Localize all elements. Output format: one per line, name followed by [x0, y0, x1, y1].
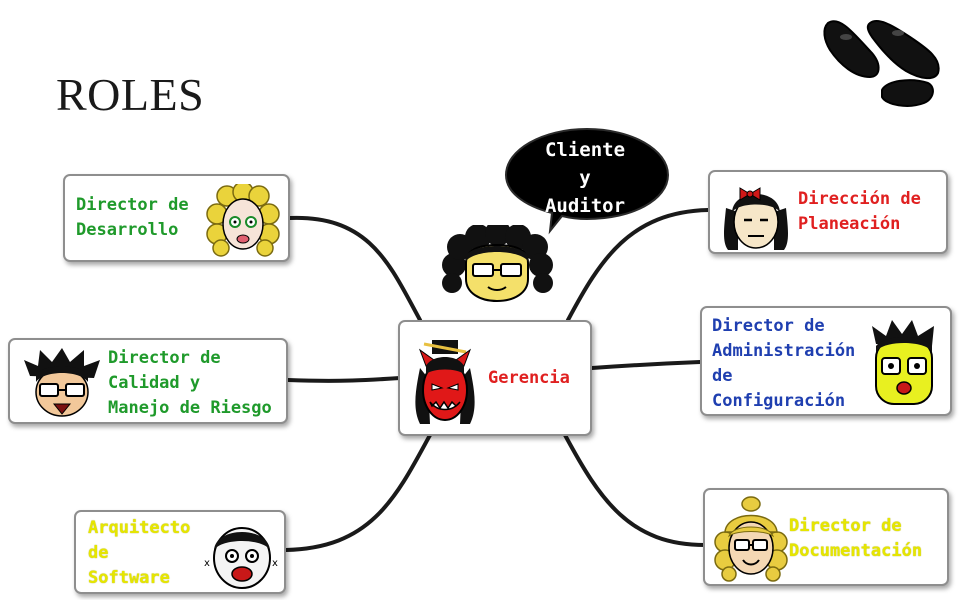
bow-girl-avatar-icon	[724, 187, 788, 250]
blonde-bun-glasses-avatar-icon	[714, 496, 788, 582]
page-title: ROLES	[56, 69, 205, 120]
node-director-desarrollo: Director de Desarrollo	[63, 174, 290, 262]
node-label-documentacion: Director de Documentación	[789, 516, 923, 561]
connector-configuracion	[590, 360, 702, 370]
node-direccion-planeacion: Dirección de Planeación	[708, 170, 948, 254]
svg-text:x: x	[272, 558, 278, 569]
skull-avatar-icon: x x	[204, 527, 278, 589]
node-label-calidad: Director de Calidad y Manejo de Riesgo	[108, 348, 272, 418]
blonde-curly-avatar-icon	[206, 184, 280, 257]
node-director-configuracion: Director de Administración de Configurac…	[700, 306, 952, 416]
connector-calidad	[286, 376, 402, 383]
connector-documentacion	[563, 433, 707, 547]
node-label-arquitecto: Arquitecto de Software	[88, 518, 191, 588]
node-label-planeacion: Dirección de Planeación	[798, 189, 921, 234]
node-director-documentacion: Director de Documentación	[703, 488, 949, 586]
connector-desarrollo	[288, 215, 422, 322]
devil-avatar-icon	[415, 340, 475, 424]
connector-planeacion	[566, 208, 710, 322]
client-avatar-icon	[442, 225, 553, 303]
svg-text:x: x	[204, 558, 210, 569]
spiky-hair-glasses-avatar-icon	[24, 348, 100, 417]
node-director-calidad: Director de Calidad y Manejo de Riesgo	[8, 338, 288, 424]
node-label-desarrollo: Director de Desarrollo	[76, 195, 189, 240]
node-arquitecto-software: Arquitecto de Software x x	[74, 510, 286, 594]
speech-bubble	[504, 127, 670, 235]
green-skin-avatar-icon	[872, 320, 934, 405]
connector-arquitecto	[284, 433, 432, 552]
center-node-gerencia: Gerencia	[398, 320, 592, 436]
center-node-label: Gerencia	[488, 368, 570, 388]
bubble-text: Cliente y Auditor	[544, 139, 626, 217]
node-label-configuracion: Director de Administración de Configurac…	[712, 316, 856, 411]
logo-icon	[823, 19, 940, 107]
